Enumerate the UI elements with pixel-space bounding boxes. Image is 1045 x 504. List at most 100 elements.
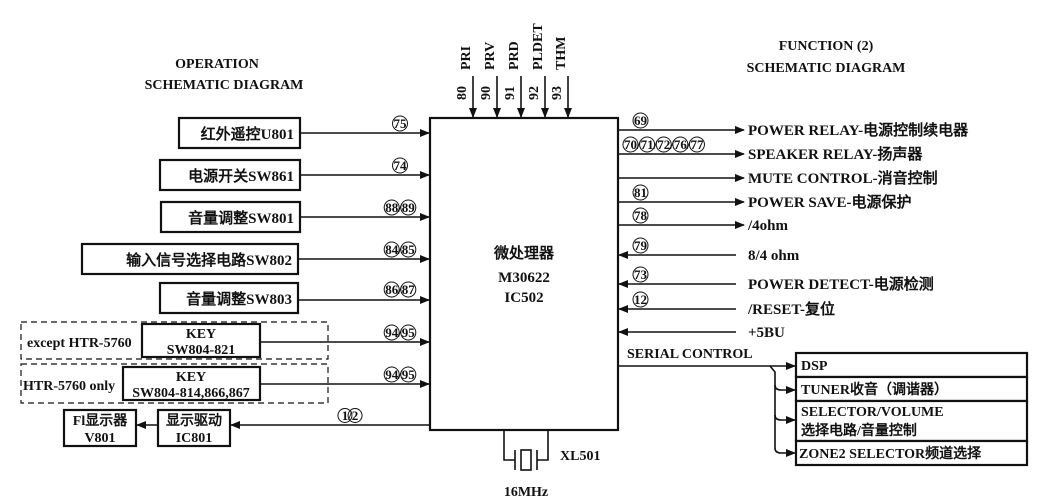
signal-line: +5BU [618, 325, 785, 341]
zone2-selector-box [794, 439, 1029, 467]
serial-target: DSP [801, 359, 828, 374]
key-box [140, 322, 262, 359]
key-group-only: HTR-5760 only KEY SW804-814,866,867 94/9… [20, 363, 430, 404]
key-switches: SW804-821 [167, 343, 235, 358]
pin-circle [383, 241, 400, 258]
pin-circle [400, 199, 417, 216]
function-title: FUNCTION (2) [779, 39, 874, 54]
display-driver-ref: IC801 [176, 431, 213, 446]
serial-target: TUNER收音（调谐器） [801, 381, 948, 398]
pin-circle [392, 157, 408, 174]
pin-circle [632, 237, 649, 254]
pin-number: 75 [394, 116, 408, 131]
key-label: KEY [176, 370, 206, 385]
pin-circle [400, 241, 417, 258]
serial-control: SERIAL CONTROL DSP TUNER收音（调谐器） SELECTOR… [618, 347, 1029, 467]
pin-circle [383, 199, 400, 216]
crystal-freq: 16MHz [504, 485, 548, 500]
top-input-label: PRI [459, 46, 474, 70]
pin-circle [383, 366, 400, 383]
pin-circle [672, 136, 689, 153]
operation-subtitle: SCHEMATIC DIAGRAM [145, 78, 304, 93]
pin-circle [400, 324, 417, 341]
pin-circle [655, 136, 672, 153]
operation-title: OPERATION [175, 57, 259, 72]
top-input-pin: 92 [527, 86, 542, 100]
serial-target: ZONE2 SELECTOR频道选择 [799, 445, 982, 462]
left-inputs: 红外遥控U801 75 电源开关SW861 74 音量调整SW801 88/89… [80, 115, 430, 315]
pin-number: 1/2 [342, 408, 359, 423]
key-switches: SW804-814,866,867 [132, 386, 249, 401]
pin-circle [632, 291, 649, 308]
crystal: XL501 16MHz [503, 430, 600, 500]
top-input-label: THM [554, 37, 569, 70]
input-label: 音量调整SW801 [188, 209, 294, 227]
pin-number: 81 [634, 185, 647, 200]
display-driver-label: 显示驱动 [166, 412, 222, 429]
top-inputs: PRI 80 PRV 90 PRD 91 PLDET 92 THM 93 [455, 23, 572, 118]
serial-target: 选择电路/音量控制 [801, 422, 917, 439]
microprocessor-block [428, 116, 620, 432]
pin-number: 84/85 [385, 242, 415, 257]
pin-number: 79 [634, 238, 648, 253]
signal-line: POWER RELAY-电源控制续电器 69 [619, 112, 969, 139]
function-subtitle: SCHEMATIC DIAGRAM [747, 61, 906, 76]
pin-circle [400, 366, 417, 383]
pin-circle [639, 136, 656, 153]
top-input-pin: 93 [550, 86, 565, 100]
pin-circle [383, 324, 400, 341]
pin-circle [632, 207, 649, 224]
serial-target: SELECTOR/VOLUME [801, 405, 944, 420]
signal-label: /RESET-复位 [747, 300, 835, 318]
pin-number: 69 [634, 113, 648, 128]
group-label: except HTR-5760 [27, 336, 132, 351]
signal-label: POWER RELAY-电源控制续电器 [748, 121, 969, 139]
pin-circle [347, 408, 363, 423]
signal-label: SPEAKER RELAY-扬声器 [748, 145, 923, 163]
signal-label: POWER DETECT-电源检测 [748, 275, 934, 293]
key-group-except: except HTR-5760 KEY SW804-821 94/95 [20, 321, 430, 360]
pin-number: 78 [634, 208, 648, 223]
input-box [158, 281, 300, 315]
signal-label: MUTE CONTROL-消音控制 [748, 169, 938, 187]
display-driver-box [156, 408, 232, 448]
pin-number: 70/71/72/76/77 [624, 137, 704, 152]
input-label: 电源开关SW861 [188, 167, 294, 185]
pin-circle [622, 136, 639, 153]
signal-line: SPEAKER RELAY-扬声器 70/71/72/76/77 [619, 136, 923, 163]
pin-number: 88/89 [385, 200, 415, 215]
key-label: KEY [186, 327, 216, 342]
input-label: 红外遥控U801 [201, 125, 294, 143]
signal-label: POWER SAVE-电源保护 [748, 193, 912, 211]
group-label: HTR-5760 only [23, 379, 115, 394]
pin-number: 94/95 [385, 367, 415, 382]
input-box [158, 158, 302, 192]
pin-number: 94/95 [385, 325, 415, 340]
ic-model: M30622 [498, 270, 550, 286]
top-input-pin: 80 [455, 86, 470, 100]
pin-circle [632, 266, 649, 283]
fl-display-label: Fl显示器 [73, 413, 128, 429]
crystal-ref: XL501 [560, 449, 600, 464]
signal-line: POWER SAVE-电源保护 81 [619, 184, 912, 211]
ic-ref: IC502 [504, 290, 543, 306]
top-input: PRI 80 [455, 46, 477, 118]
display-chain: Fl显示器 V801 显示驱动 IC801 1/2 [62, 408, 429, 448]
pin-circle [688, 136, 705, 153]
pin-number: 73 [634, 267, 648, 282]
pin-circle [632, 112, 649, 129]
fl-display-box [62, 408, 138, 448]
top-input: PRD 91 [503, 41, 525, 118]
pin-number: 74 [394, 158, 408, 173]
key-box [121, 365, 262, 402]
serial-label: SERIAL CONTROL [627, 347, 753, 362]
pin-circle [383, 281, 400, 298]
ic-name: 微处理器 [493, 244, 555, 262]
pin-circle [392, 115, 408, 132]
top-input-pin: 90 [479, 86, 494, 100]
top-input-label: PRV [483, 42, 498, 70]
